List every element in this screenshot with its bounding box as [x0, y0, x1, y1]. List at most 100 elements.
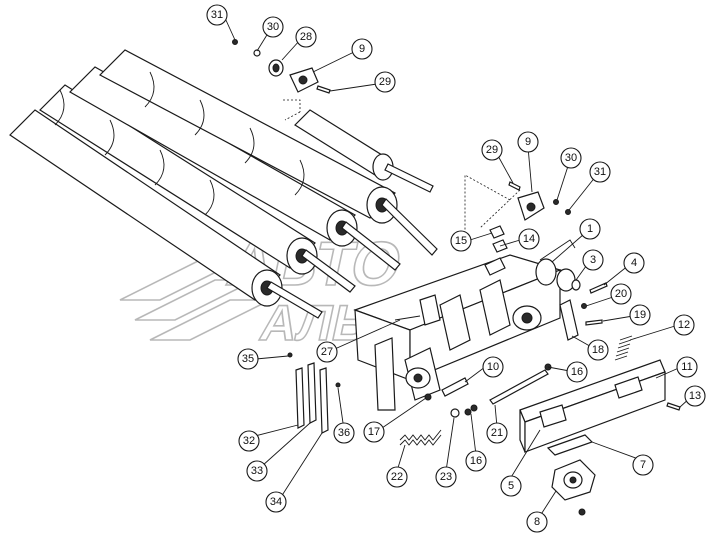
callout-31-right: 31 — [589, 161, 611, 183]
washer-30-right — [553, 199, 559, 205]
idler-roller-1 — [535, 258, 557, 286]
callout-8: 8 — [526, 511, 548, 533]
svg-text:4: 4 — [631, 257, 637, 269]
rod-10 — [441, 377, 469, 397]
nut-31-upper — [232, 39, 238, 45]
bolt-29-right — [508, 181, 521, 191]
callout-17: 17 — [363, 421, 385, 443]
nut-16-lower-b — [470, 404, 478, 412]
callout-32: 32 — [238, 430, 260, 452]
callout-16-mid: 16 — [566, 361, 588, 383]
bolt-29-upper — [316, 85, 331, 94]
callout-29-top: 29 — [374, 71, 396, 93]
svg-text:29: 29 — [379, 76, 391, 88]
guide-strips — [287, 352, 341, 434]
callout-9-top: 9 — [351, 38, 373, 60]
callout-9-right: 9 — [517, 131, 539, 153]
svg-text:9: 9 — [359, 43, 365, 55]
bearing-8 — [551, 459, 596, 516]
svg-text:23: 23 — [440, 471, 452, 483]
svg-text:30: 30 — [565, 152, 577, 164]
svg-text:14: 14 — [523, 233, 535, 245]
callout-4: 4 — [623, 252, 645, 274]
idler-parts — [535, 239, 608, 294]
callout-18: 18 — [587, 339, 609, 361]
svg-text:21: 21 — [491, 427, 503, 439]
svg-text:29: 29 — [486, 144, 498, 156]
callout-13: 13 — [684, 385, 706, 407]
callout-35: 35 — [237, 348, 259, 370]
bolt-35 — [287, 352, 293, 358]
svg-text:36: 36 — [338, 427, 350, 439]
callout-36: 36 — [333, 422, 355, 444]
strip-33 — [307, 362, 317, 424]
top-roller-shaft — [294, 109, 434, 193]
svg-text:5: 5 — [508, 480, 514, 492]
spring-22 — [399, 429, 442, 446]
callout-7: 7 — [632, 454, 654, 476]
roller-2 — [39, 84, 356, 293]
callout-22: 22 — [386, 466, 408, 488]
callout-34: 34 — [265, 491, 287, 513]
bracket-5 — [519, 359, 666, 453]
svg-text:19: 19 — [634, 309, 646, 321]
callout-31-top: 31 — [206, 4, 228, 26]
strip-34 — [319, 367, 329, 434]
svg-text:33: 33 — [251, 465, 263, 477]
svg-text:28: 28 — [300, 31, 312, 43]
callout-28: 28 — [295, 26, 317, 48]
svg-text:32: 32 — [243, 435, 255, 447]
svg-text:8: 8 — [534, 516, 540, 528]
callout-19: 19 — [629, 304, 651, 326]
svg-text:11: 11 — [681, 361, 692, 373]
callout-30-right: 30 — [560, 147, 582, 169]
main-frame — [353, 225, 562, 411]
roller-flights — [54, 71, 305, 216]
callouts: 31 30 28 9 29 29 9 30 31 15 14 1 3 4 20 … — [206, 4, 706, 533]
nut-36 — [335, 382, 341, 388]
svg-text:9: 9 — [525, 136, 531, 148]
washer-23 — [450, 408, 460, 418]
svg-text:1: 1 — [587, 223, 593, 235]
bolt-19 — [585, 319, 603, 326]
callout-16-low: 16 — [465, 450, 487, 472]
washer-3 — [571, 279, 581, 291]
svg-text:10: 10 — [487, 361, 499, 373]
callout-3: 3 — [582, 249, 604, 271]
callout-27: 27 — [316, 341, 338, 363]
callout-15: 15 — [450, 230, 472, 252]
svg-text:17: 17 — [368, 426, 380, 438]
svg-text:20: 20 — [615, 288, 627, 300]
svg-text:31: 31 — [211, 9, 223, 21]
lock-nut-15 — [489, 225, 505, 239]
svg-text:18: 18 — [592, 344, 604, 356]
nut-17 — [424, 393, 432, 401]
callout-14: 14 — [518, 228, 540, 250]
callout-20: 20 — [610, 283, 632, 305]
callout-23: 23 — [435, 466, 457, 488]
callout-11: 11 — [676, 356, 698, 378]
svg-text:16: 16 — [571, 366, 583, 378]
roller-assembly — [9, 49, 438, 319]
svg-text:22: 22 — [391, 471, 403, 483]
leader-lines — [224, 17, 692, 517]
svg-text:13: 13 — [689, 390, 701, 402]
svg-text:7: 7 — [640, 459, 646, 471]
svg-text:27: 27 — [321, 346, 333, 358]
roller-4 — [99, 49, 438, 256]
nut-31-right — [565, 209, 571, 215]
svg-text:30: 30 — [267, 21, 279, 33]
callout-29-right: 29 — [481, 139, 503, 161]
plate-18-group — [559, 299, 603, 341]
svg-text:31: 31 — [594, 166, 606, 178]
plate-18 — [559, 299, 579, 341]
callout-1: 1 — [579, 218, 601, 240]
callout-5: 5 — [500, 475, 522, 497]
pin-13 — [666, 402, 681, 411]
spring-12 — [614, 335, 633, 361]
svg-text:35: 35 — [242, 353, 254, 365]
callout-21: 21 — [486, 422, 508, 444]
svg-text:16: 16 — [470, 455, 482, 467]
roller-1 — [9, 109, 323, 319]
